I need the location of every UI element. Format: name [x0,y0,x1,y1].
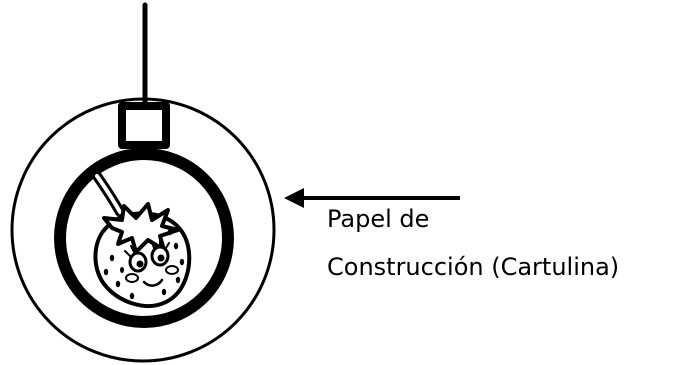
ornament-cap-icon [118,102,170,149]
strawberry-face-icon [92,171,192,308]
callout-label-line-2: Construcción (Cartulina) [327,253,620,281]
arrow-left-icon [284,188,460,208]
callout-label-line-1: Papel de [327,205,430,233]
